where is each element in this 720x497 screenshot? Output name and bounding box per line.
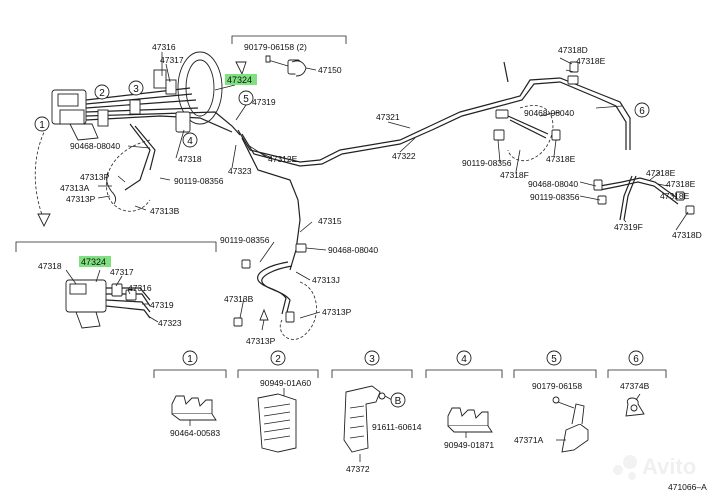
label-detail-3-part-b: 47372 (346, 464, 370, 474)
svg-text:4: 4 (187, 136, 193, 147)
rear-right-hose (497, 57, 695, 231)
label-47313p-left-2: 47313P (66, 194, 96, 204)
highlight-47324-box (79, 256, 111, 267)
label-47317-box: 47317 (110, 267, 134, 277)
svg-text:2: 2 (275, 354, 281, 365)
label-reference-code: 471066–A (668, 482, 707, 492)
svg-text:1: 1 (39, 120, 45, 131)
label-detail-3-part-a: 91611-60614 (372, 422, 422, 432)
label-47316-box: 47316 (128, 283, 152, 293)
label-47324-top: 47324 (227, 75, 252, 85)
svg-text:6: 6 (639, 106, 645, 117)
center-rear-hose (233, 221, 327, 340)
label-47313a: 47313A (60, 183, 90, 193)
bracket-90179 (231, 35, 347, 77)
main-brake-pipes (237, 61, 631, 271)
label-90179-top: 90179-06158 (2) (244, 42, 307, 52)
clip-detail-4 (447, 407, 493, 438)
label-detail-1-part: 90464-00583 (170, 428, 220, 438)
callout-1: 1 (34, 116, 50, 132)
watermark-text: Avito (642, 454, 696, 479)
callout-circles-main: 1 2 3 4 5 6 (34, 80, 650, 148)
label-detail-6-part: 47374B (620, 381, 650, 391)
label-47313j: 47313J (312, 275, 340, 285)
label-47317-top: 47317 (160, 55, 184, 65)
detail-callout-1: 1 (182, 350, 198, 366)
label-90468-left: 90468-08040 (70, 141, 120, 151)
svg-text:5: 5 (243, 94, 249, 105)
label-detail-5-part-a: 90179-06158 (532, 381, 582, 391)
label-detail-5-part-b: 47371A (514, 435, 544, 445)
label-90119-center: 90119-08356 (220, 235, 270, 245)
svg-text:B: B (395, 396, 402, 407)
label-47318f: 47318F (500, 170, 529, 180)
inset-assembly-box (15, 241, 217, 329)
label-47318e-4: 47318E (666, 179, 696, 189)
label-90468-right-2: 90468-08040 (528, 179, 578, 189)
label-47318e-5: 47318E (660, 191, 690, 201)
label-47312e: 47312E (268, 154, 298, 164)
label-90468-center: 90468-08040 (328, 245, 378, 255)
label-47313p-center-2: 47313P (246, 336, 276, 346)
label-47318e-2: 47318E (546, 154, 576, 164)
label-47319-top: 47319 (252, 97, 276, 107)
label-47321: 47321 (376, 112, 400, 122)
label-47324-box: 47324 (81, 257, 106, 267)
label-47318e-1: 47318E (576, 56, 606, 66)
detail-boxes (153, 369, 667, 378)
label-47150: 47150 (318, 65, 342, 75)
label-detail-4-part: 90949-01871 (444, 440, 494, 450)
clip-detail-6 (625, 393, 645, 417)
svg-text:3: 3 (133, 84, 139, 95)
clip-detail-2 (257, 388, 297, 453)
detail-callout-3: 3 (364, 350, 380, 366)
svg-text:3: 3 (369, 354, 375, 365)
svg-text:6: 6 (633, 354, 639, 365)
label-47313b-left: 47313B (150, 206, 180, 216)
callout-1-arrow (34, 127, 51, 228)
detail-callout-6: 6 (628, 350, 644, 366)
label-47315: 47315 (318, 216, 342, 226)
highlight-47324-top (225, 74, 257, 85)
label-47313p-left-1: 47313P (80, 172, 110, 182)
label-47318d: 47318D (558, 45, 588, 55)
svg-text:4: 4 (461, 354, 467, 365)
label-47319-box: 47319 (150, 300, 174, 310)
callout-circles-detail: 1 2 3 4 5 6 (182, 350, 644, 366)
label-47318-top: 47318 (178, 154, 202, 164)
svg-text:1: 1 (187, 354, 193, 365)
bracket-detail-5 (552, 396, 589, 453)
label-47316-top: 47316 (152, 42, 176, 52)
callout-6: 6 (634, 102, 650, 118)
avito-watermark: Avito (613, 454, 696, 480)
label-90119-right: 90119-08356 (462, 158, 512, 168)
svg-text:2: 2 (99, 88, 105, 99)
bracket-detail-3 (343, 385, 393, 462)
label-47323-top: 47323 (228, 166, 252, 176)
detail-callout-5: 5 (546, 350, 562, 366)
detail-3-circle-b: B (390, 392, 406, 408)
callout-4: 4 (182, 132, 198, 148)
callout-3: 3 (128, 80, 144, 96)
label-47318d-2: 47318D (672, 230, 702, 240)
label-47318-box: 47318 (38, 261, 62, 271)
svg-text:5: 5 (551, 354, 557, 365)
label-47319f: 47319F (614, 222, 643, 232)
label-90119-left: 90119-08356 (174, 176, 224, 186)
label-90468-right: 90468-08040 (524, 108, 574, 118)
part-labels: 47316 47317 47324 47319 90179-06158 (2) … (38, 42, 707, 492)
label-47318e-3: 47318E (646, 168, 676, 178)
label-90119-right-2: 90119-08356 (530, 192, 580, 202)
label-47313b-center: 47313B (224, 294, 254, 304)
callout-5: 5 (238, 90, 254, 106)
label-47322: 47322 (392, 151, 416, 161)
label-47323-box: 47323 (158, 318, 182, 328)
label-47313p-center: 47313P (322, 307, 352, 317)
label-detail-2-part: 90949-01A60 (260, 378, 311, 388)
callout-2: 2 (94, 84, 110, 100)
detail-callout-4: 4 (456, 350, 472, 366)
clip-detail-1 (171, 395, 217, 426)
detail-callout-2: 2 (270, 350, 286, 366)
